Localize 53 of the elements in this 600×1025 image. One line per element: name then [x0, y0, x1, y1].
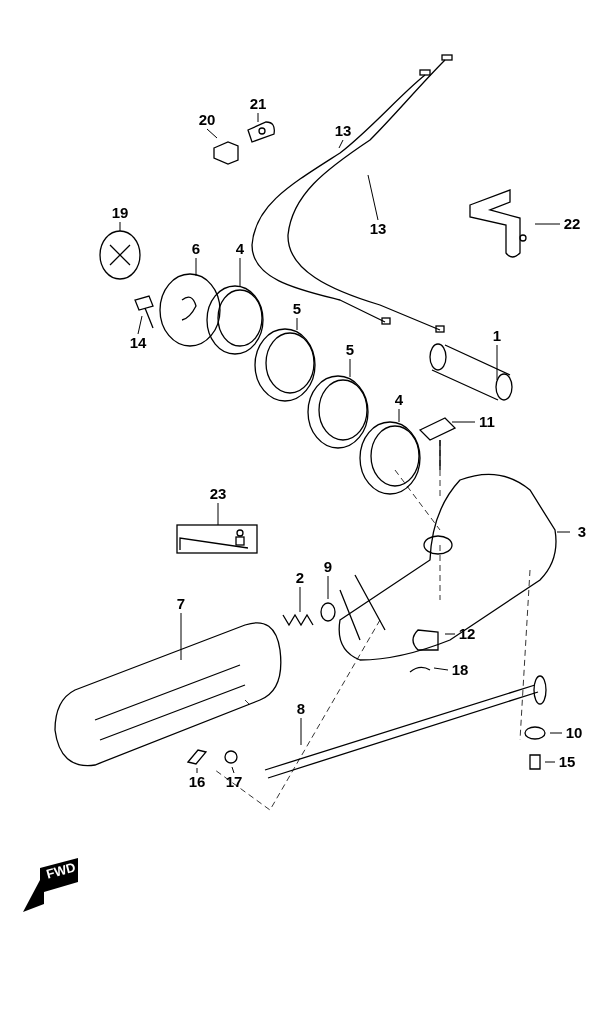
callout-number: 14 — [124, 334, 152, 352]
callout-number: 12 — [453, 625, 481, 643]
callout-number: 1 — [483, 327, 511, 345]
leader-line — [398, 408, 400, 423]
callout-number: 13 — [329, 122, 357, 140]
callout-number: 20 — [193, 111, 221, 129]
leader-line — [296, 317, 298, 331]
leader-line — [556, 531, 571, 533]
callout-number: 23 — [204, 485, 232, 503]
callout-number: 5 — [336, 341, 364, 359]
callout-number: 3 — [568, 523, 596, 541]
leader-line — [206, 128, 218, 139]
leader-line — [231, 766, 235, 774]
callout-number: 8 — [287, 700, 315, 718]
leader-line — [239, 257, 241, 288]
leader-line — [327, 575, 329, 600]
leader-line — [349, 358, 351, 378]
callout-number: 9 — [314, 558, 342, 576]
callout-number: 13 — [364, 220, 392, 238]
callout-number: 22 — [558, 215, 586, 233]
callout-number: 16 — [183, 773, 211, 791]
leader-line — [257, 112, 259, 123]
leader-line — [180, 612, 182, 661]
leader-line — [367, 174, 379, 221]
leader-line — [433, 667, 449, 671]
callout-number: 15 — [553, 753, 581, 771]
leader-line — [534, 223, 561, 225]
leader-line — [496, 344, 498, 381]
leader-line — [137, 315, 143, 335]
callout-number: 5 — [283, 300, 311, 318]
leader-line — [300, 717, 302, 746]
callout-number: 4 — [385, 391, 413, 409]
leader-line — [119, 221, 121, 232]
callout-number: 10 — [560, 724, 588, 742]
callout-number: 21 — [244, 95, 272, 113]
leader-line — [549, 732, 563, 734]
callout-number: 17 — [220, 773, 248, 791]
leader-line — [544, 761, 556, 763]
callout-number: 19 — [106, 204, 134, 222]
callout-number: 11 — [473, 413, 501, 431]
callout-number: 2 — [286, 569, 314, 587]
callout-number: 18 — [446, 661, 474, 679]
leader-line — [338, 139, 344, 149]
leader-line — [451, 421, 476, 423]
leader-line — [195, 257, 197, 277]
callout-number: 6 — [182, 240, 210, 258]
leader-line — [217, 502, 219, 526]
callout-number: 4 — [226, 240, 254, 258]
leader-line — [444, 633, 456, 635]
direction-label: FWD — [43, 858, 79, 884]
leader-line — [196, 767, 198, 774]
leader-line — [299, 586, 301, 613]
callout-number: 7 — [167, 595, 195, 613]
